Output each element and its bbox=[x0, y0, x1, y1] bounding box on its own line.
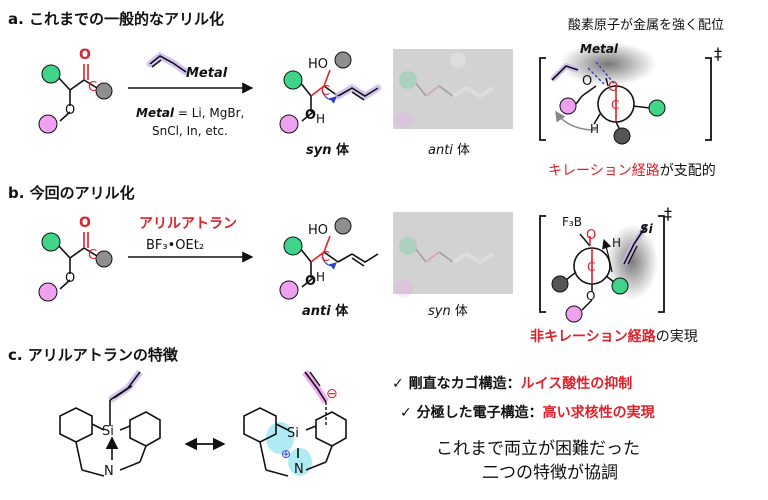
feature-rigid-cage: ✓ 剛直なカゴ構造：ルイス酸性の抑制 bbox=[392, 376, 633, 392]
allyl-atrane-structure bbox=[59, 369, 161, 477]
carbonyl-carbon-a: C bbox=[88, 80, 98, 95]
disfavored-product-box-b bbox=[393, 212, 513, 294]
non-chelation-transition-state bbox=[539, 215, 665, 323]
summary-line2: 二つの特徴が協調 bbox=[482, 463, 618, 483]
syn-product bbox=[279, 51, 382, 134]
ether-oxygen-a: O bbox=[65, 103, 76, 118]
atrane-silicon-2: Si bbox=[287, 426, 299, 441]
syn-product-label: syn 体 bbox=[306, 143, 349, 158]
coordination-note: 酸素原子が金属を強く配位 bbox=[568, 18, 725, 33]
allyl-metal-reagent bbox=[146, 51, 190, 76]
section-a-title: a. これまでの一般的なアリル化 bbox=[8, 10, 225, 28]
carbonyl-oxygen-a: O bbox=[79, 47, 91, 63]
ts-carbon-a: C bbox=[611, 98, 620, 112]
chelation-conclusion: キレーション経路が支配的 bbox=[548, 163, 716, 179]
atrane-silicon-1: Si bbox=[102, 424, 114, 439]
ether-oxygen-syn: O bbox=[305, 108, 317, 123]
ts-carbon-b: C bbox=[587, 260, 596, 274]
negative-charge: ⊖ bbox=[326, 386, 338, 402]
atrane-nitrogen-2: N bbox=[294, 462, 304, 477]
syn-product-faded bbox=[395, 237, 495, 297]
allyl-atrane-reagent: アリルアトラン bbox=[139, 216, 237, 232]
hydroxyl-label-syn: HO bbox=[308, 57, 329, 72]
feature-polarized-structure: ✓ 分極した電子構造：高い求核性の実現 bbox=[400, 405, 655, 421]
carbinol-carbon-anti: C bbox=[321, 250, 331, 265]
anti-product-label-b: anti 体 bbox=[302, 304, 349, 319]
section-c-title: c. アリルアトランの特徴 bbox=[8, 346, 178, 364]
lewis-acid-reagent: BF₃•OEt₂ bbox=[146, 238, 205, 253]
syn-product-label-b: syn 体 bbox=[428, 304, 468, 319]
hydrogen-syn: H bbox=[316, 112, 326, 126]
ts-f3b-label: F₃B bbox=[562, 215, 582, 229]
anti-product-label-a: anti 体 bbox=[428, 143, 471, 158]
ts-carbonyl-oxygen-b: O bbox=[586, 228, 597, 243]
carbonyl-oxygen-b: O bbox=[79, 215, 91, 231]
section-b-title: b. 今回のアリル化 bbox=[8, 184, 135, 202]
anti-product bbox=[279, 217, 379, 300]
summary-line1: これまで両立が困難だった bbox=[436, 439, 640, 459]
carbonyl-carbon-b: C bbox=[88, 248, 98, 263]
ts-silicon-label: Si bbox=[640, 222, 653, 236]
hydrogen-anti: H bbox=[316, 270, 326, 284]
ts-oxygen-a: O bbox=[582, 74, 593, 89]
substrate-a bbox=[38, 64, 113, 134]
metal-list-line2: SnCl, In, etc. bbox=[152, 124, 228, 138]
allyl-atrane-resonance-structure bbox=[243, 369, 347, 477]
positive-charge: ⊕ bbox=[281, 447, 292, 461]
reagent-metal-label: Metal bbox=[186, 66, 228, 81]
metal-list-line1: Metal = Li, MgBr, bbox=[136, 106, 245, 120]
ts-carbonyl-oxygen-a: O bbox=[608, 80, 619, 95]
ts-metal-label: Metal bbox=[580, 42, 619, 56]
ether-oxygen-b: O bbox=[65, 271, 76, 286]
ts-dagger-a: ‡ bbox=[714, 44, 722, 63]
non-chelation-conclusion: 非キレーション経路の実現 bbox=[530, 329, 698, 345]
ts-hydrogen-a: H bbox=[590, 122, 600, 136]
ts-dagger-b: ‡ bbox=[664, 204, 672, 223]
hydroxyl-label-anti: HO bbox=[308, 223, 329, 238]
ts-ether-oxygen-b: O bbox=[586, 289, 596, 303]
ts-hydrogen-b: H bbox=[612, 236, 622, 250]
ether-oxygen-anti: O bbox=[305, 274, 317, 289]
anti-product-faded bbox=[395, 52, 495, 129]
substrate-b bbox=[38, 232, 113, 302]
carbinol-carbon-syn: C bbox=[321, 84, 331, 99]
atrane-nitrogen-1: N bbox=[104, 464, 114, 479]
chelation-transition-state bbox=[539, 42, 712, 145]
disfavored-product-box-a bbox=[393, 49, 513, 129]
